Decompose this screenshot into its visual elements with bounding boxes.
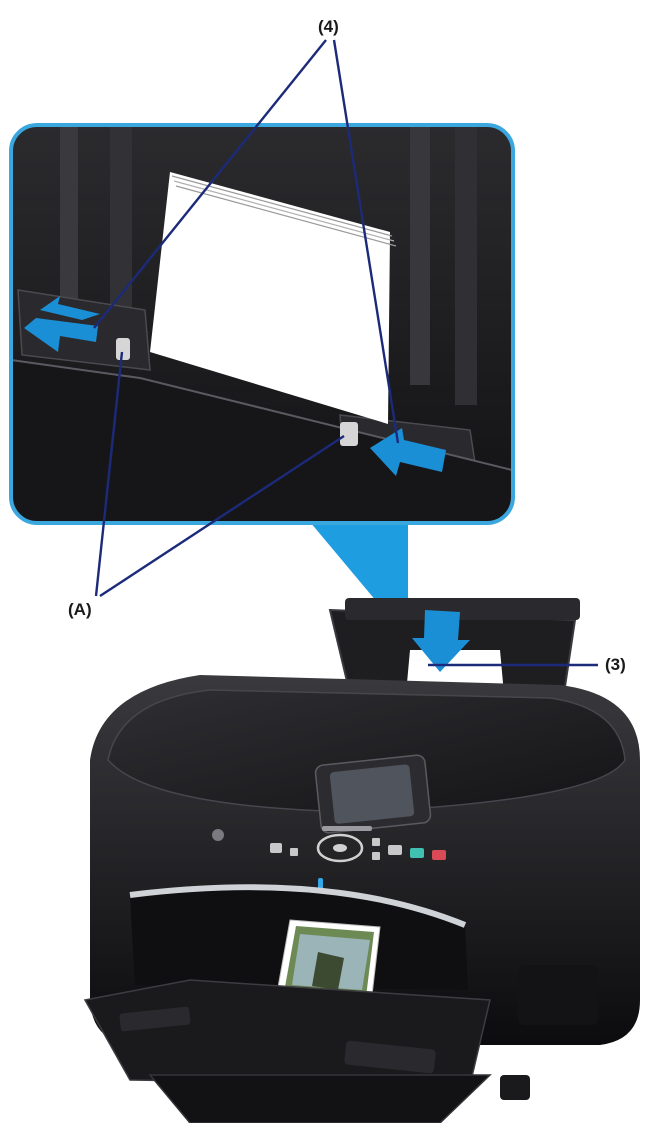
inward-arrow-icon: [40, 296, 100, 320]
zoom-connector: [300, 510, 408, 620]
printer-lid: [107, 689, 626, 813]
printer: [83, 598, 640, 1123]
zoom-inset: [11, 125, 513, 523]
inset-frame: [9, 123, 515, 525]
power-button-icon: [212, 829, 224, 841]
inward-arrow-icon: [370, 428, 446, 476]
right-guide-tab: [340, 422, 358, 446]
leader-lines: [93, 39, 598, 667]
operation-panel: [212, 826, 446, 863]
output-tray-extension: [148, 1074, 492, 1123]
lcd-screen: [329, 764, 415, 824]
guides-callout: (4): [318, 17, 339, 36]
paper-stack: [150, 172, 390, 424]
paper-callout: (3): [605, 655, 626, 674]
tab-callout: (A): [68, 600, 92, 619]
navigation-wheel: [316, 833, 364, 863]
left-guide-tab: [116, 338, 130, 360]
down-arrow-icon: [412, 610, 470, 672]
inward-arrow-icon: [24, 318, 98, 352]
